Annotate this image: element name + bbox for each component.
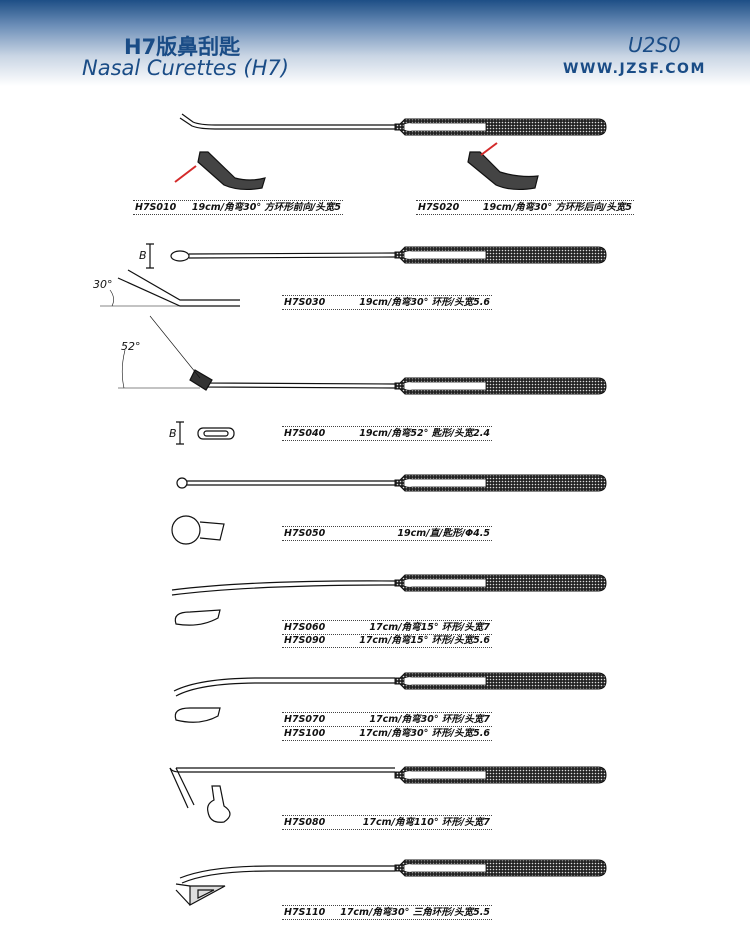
- title-english: Nasal Curettes (H7): [82, 56, 289, 80]
- instrument-h7s110: [175, 859, 607, 907]
- instrument-h7s050: [171, 474, 607, 545]
- angle-label-52: 52°: [121, 340, 141, 353]
- dimension-b-label: B: [139, 249, 147, 262]
- arrow-icon: [480, 142, 498, 156]
- dimension-b-label: B: [169, 427, 177, 440]
- instrument-h7s030: [100, 243, 607, 307]
- instrument-h7s080: [169, 766, 607, 823]
- title-chinese: H7版鼻刮匙: [124, 35, 241, 59]
- instrument-h7s070: [173, 672, 607, 723]
- page-code: U2S0: [628, 33, 681, 57]
- angle-label-30: 30°: [93, 278, 113, 291]
- page-header: H7版鼻刮匙 Nasal Curettes (H7) U2S0 WWW.JZSF…: [0, 0, 750, 86]
- arrow-icon: [174, 165, 197, 183]
- instrument-h7s040: [118, 315, 607, 445]
- website: WWW.JZSF.COM: [563, 61, 706, 77]
- instrument-h7s010: [179, 113, 607, 191]
- instrument-h7s060: [171, 574, 607, 626]
